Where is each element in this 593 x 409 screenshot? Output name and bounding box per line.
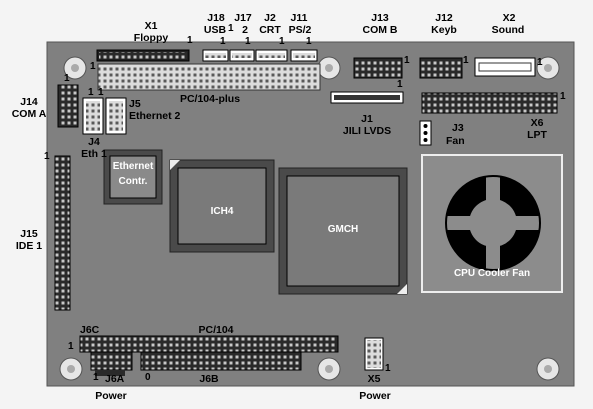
mounting-hole-icon (63, 56, 87, 80)
label-j14: J14 (20, 96, 38, 108)
label-j2: J2 (264, 12, 276, 24)
lpt-header (421, 92, 558, 114)
label-usb-2: 2 (242, 24, 248, 36)
label-eth-1: Eth 1 (81, 148, 107, 160)
mounting-hole-icon (59, 357, 83, 381)
label-x1: X1 (144, 20, 158, 32)
label-j17: J17 (234, 12, 252, 24)
pin-one-ps2: 1 (306, 36, 312, 47)
label-j4: J4 (88, 136, 100, 148)
com-b-header (353, 57, 403, 79)
pin-one-usb2: 1 (228, 23, 234, 34)
label-j18: J18 (207, 12, 225, 24)
keyboard-header (419, 57, 463, 79)
label-ide-1: IDE 1 (15, 240, 43, 252)
label-crt: CRT (259, 24, 281, 36)
pin-one-com-a: 1 (64, 73, 70, 84)
pin-one-floppy: 1 (187, 35, 193, 46)
label-j6c: J6C (80, 324, 100, 336)
pin-one-eth1: 1 (88, 87, 94, 98)
label-ethernet-2: Ethernet 2 (129, 110, 181, 122)
label-fan: Fan (446, 135, 465, 147)
fan-icon (444, 174, 542, 272)
label-ethernet-controller-2: Contr. (118, 176, 148, 187)
pin-one-pc104-plus: 1 (90, 61, 96, 72)
label-j6a: J6A (105, 373, 125, 385)
label-j3: J3 (452, 122, 464, 134)
label-lpt: LPT (527, 129, 547, 141)
mounting-hole-icon (317, 56, 341, 80)
pin-one-crt: 1 (279, 36, 285, 47)
label-j15: J15 (20, 228, 38, 240)
mounting-hole-icon (536, 357, 560, 381)
ide1-header (54, 155, 71, 311)
pc104-plus-connector (97, 63, 321, 91)
mounting-hole-icon (536, 56, 560, 80)
label-j5: J5 (129, 98, 141, 110)
pin-one-com-b: 1 (404, 55, 410, 66)
com-a-header (57, 84, 79, 128)
pin-one-keyb: 1 (463, 55, 469, 66)
label-j1: J1 (361, 113, 373, 125)
pin-one-lvds: 1 (397, 79, 403, 90)
pc104-connector-j6c (79, 335, 339, 353)
label-ich4: ICH4 (210, 206, 234, 217)
label-keyb: Keyb (431, 24, 457, 36)
label-x2: X2 (502, 12, 516, 24)
label-gmch: GMCH (327, 224, 359, 235)
label-j12: J12 (435, 12, 453, 24)
label-ethernet-controller-1: Ethernet (112, 161, 154, 172)
label-j13: J13 (371, 12, 389, 24)
pin-one-eth2: 1 (98, 87, 104, 98)
pin-one-j6c: 1 (68, 341, 74, 352)
pin-one-j6a: 1 (93, 372, 99, 383)
label-com-a: COM A (11, 108, 47, 120)
power-connector-left (95, 370, 125, 376)
label-power-right: Power (359, 390, 391, 402)
label-jili-lvds: JILI LVDS (342, 125, 392, 137)
label-j11: J11 (290, 12, 308, 24)
label-sound: Sound (491, 24, 525, 36)
label-cpu-cooler-fan: CPU Cooler Fan (453, 268, 531, 279)
label-x5: X5 (367, 373, 381, 385)
label-com-b: COM B (362, 24, 398, 36)
label-power-left: Power (95, 390, 127, 402)
label-floppy: Floppy (133, 32, 169, 44)
pin-one-lpt: 1 (560, 91, 566, 102)
label-x6: X6 (530, 117, 544, 129)
pin-one-usb2b: 1 (245, 36, 251, 47)
label-pc104-plus: PC/104-plus (179, 93, 241, 105)
label-j6b: J6B (199, 373, 219, 385)
label-usb: USB (203, 24, 227, 36)
label-j6b-zero: 0 (145, 372, 151, 383)
label-ps2: PS/2 (288, 24, 312, 36)
pin-one-usb: 1 (220, 36, 226, 47)
pc104-connector-j6a (90, 351, 133, 371)
pc104-connector-j6b (140, 351, 302, 371)
pin-one-sound: 1 (537, 57, 543, 68)
mounting-hole-icon (317, 357, 341, 381)
label-pc104: PC/104 (198, 324, 234, 336)
pin-one-x5: 1 (385, 363, 391, 374)
pin-one-ide1: 1 (44, 151, 50, 162)
